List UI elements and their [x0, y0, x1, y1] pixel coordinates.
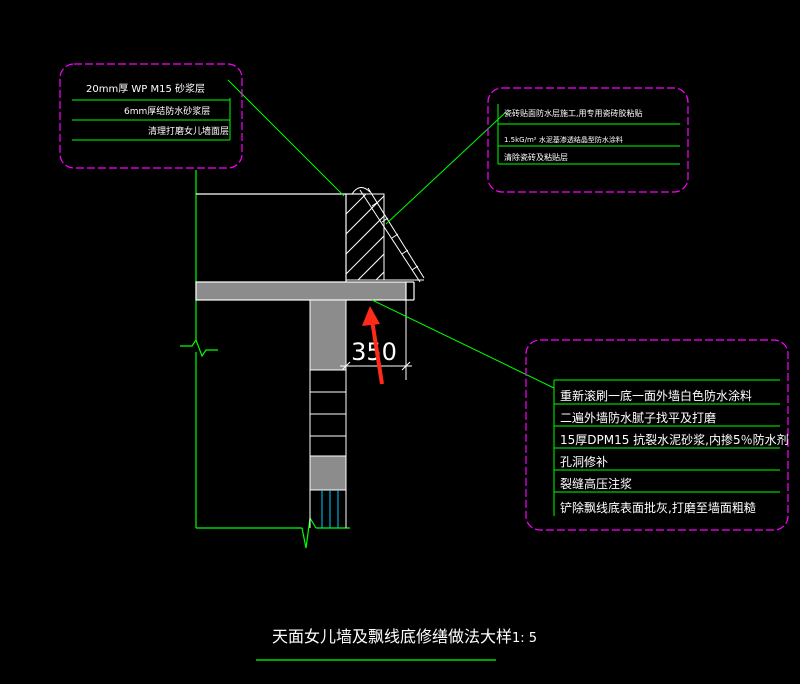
dimension-350	[340, 300, 412, 380]
drawing-title-block: 天面女儿墙及飘线底修缮做法大样 1: 5	[256, 627, 537, 661]
callout-r-line-3: 15厚DPM15 抗裂水泥砂浆,内掺5％防水剂	[560, 432, 789, 447]
callout-tl-line-2: 6mm厚结防水砂浆层	[124, 105, 210, 117]
drawing-title: 天面女儿墙及飘线底修缮做法大样	[272, 627, 512, 646]
callout-r-line-2: 二遍外墙防水腻子找平及打磨	[560, 410, 716, 425]
leader-lines	[227, 79, 555, 389]
callout-r-line-5: 裂缝高压注浆	[560, 476, 632, 491]
callout-right: 重新滚刷一底一面外墙白色防水涂料 二遍外墙防水腻子找平及打磨 15厚DPM15 …	[525, 339, 789, 531]
callout-r-line-6: 铲除飘线底表面批灰,打磨至墙面粗糙	[560, 500, 756, 515]
callout-tl-line-1: 20mm厚 WP M15 砂浆层	[86, 82, 205, 95]
drawing-scale: 1: 5	[512, 631, 537, 646]
callout-tr-line-2: 1.5kG/m² 水泥基渗透结晶型防水涂料	[504, 135, 623, 144]
callout-r-line-4: 孔洞修补	[560, 454, 608, 469]
callout-tr-line-1: 瓷砖贴面防水层施工,用专用瓷砖胶粘贴	[504, 108, 643, 118]
parapet-coping	[196, 193, 362, 282]
callout-tr-line-3: 清除瓷砖及粘贴层	[504, 152, 568, 162]
callout-r-line-1: 重新滚刷一底一面外墙白色防水涂料	[560, 388, 752, 403]
roof-slab-overhang	[195, 281, 415, 301]
callout-tl-line-3: 清理打磨女儿墙面层	[148, 125, 229, 137]
sloped-cap	[351, 187, 425, 283]
callout-top-right: 瓷砖贴面防水层施工,用专用瓷砖胶粘贴 1.5kG/m² 水泥基渗透结晶型防水涂料…	[487, 87, 689, 193]
wall-column	[309, 299, 347, 528]
callout-top-left: 20mm厚 WP M15 砂浆层 6mm厚结防水砂浆层 清理打磨女儿墙面层	[59, 63, 243, 169]
tile-hatch-block	[345, 193, 385, 281]
red-arrow	[362, 306, 384, 385]
